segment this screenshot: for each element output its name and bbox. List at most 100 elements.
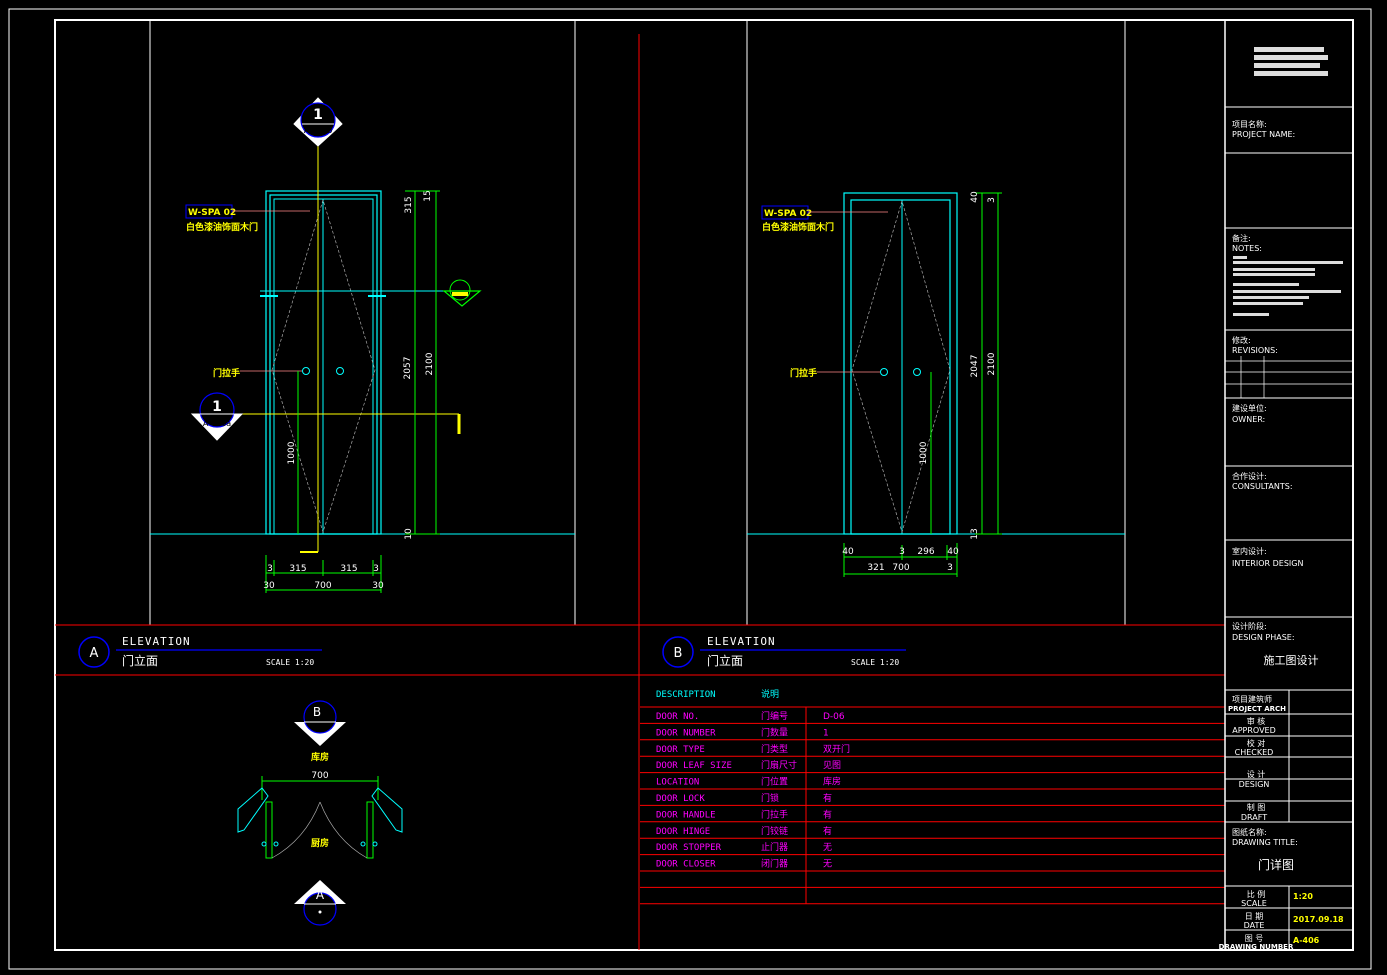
svg-text:30: 30	[372, 581, 384, 591]
svg-text:B: B	[313, 705, 321, 719]
svg-text:40: 40	[842, 547, 854, 557]
svg-text:A-406b: A-406b	[304, 126, 333, 135]
inner-frame	[54, 19, 1354, 951]
elevation-b: W-SPA 02 白色漆油饰面木门 门拉手 40 3 2047 2100 100…	[746, 20, 1126, 625]
svg-text:NOTES:: NOTES:	[1232, 244, 1262, 253]
svg-text:施工图设计: 施工图设计	[1264, 654, 1319, 667]
svg-text:门立面: 门立面	[707, 653, 743, 668]
svg-text:13: 13	[970, 528, 980, 539]
table-cell-value: 1	[823, 728, 829, 738]
svg-text:1000: 1000	[919, 441, 929, 464]
svg-text:ELEVATION: ELEVATION	[707, 635, 776, 648]
svg-text:B: B	[674, 646, 683, 661]
table-cell-en: LOCATION	[656, 778, 699, 788]
table-cell-cn: 门位置	[761, 776, 788, 788]
section-tag-top: 1 A-406b	[293, 97, 343, 147]
svg-text:日 期: 日 期	[1245, 912, 1264, 921]
svg-text:40: 40	[970, 191, 980, 203]
svg-text:门立面: 门立面	[122, 653, 158, 668]
svg-text:DESCRIPTION: DESCRIPTION	[656, 690, 716, 700]
handle-label-a: 门拉手	[213, 367, 240, 379]
svg-text:DESIGN PHASE:: DESIGN PHASE:	[1232, 633, 1295, 642]
svg-text:315: 315	[404, 196, 414, 213]
svg-text:10: 10	[404, 528, 414, 540]
outer-frame	[8, 8, 1372, 970]
svg-text:校 对: 校 对	[1247, 738, 1266, 748]
svg-text:修改:: 修改:	[1232, 335, 1251, 345]
svg-text:A-406: A-406	[1293, 936, 1320, 945]
svg-text:REVISIONS:: REVISIONS:	[1232, 346, 1278, 355]
svg-text:DRAFT: DRAFT	[1241, 813, 1267, 822]
svg-text:制 图: 制 图	[1247, 802, 1266, 812]
table-cell-value: 有	[823, 825, 832, 837]
svg-text:40: 40	[947, 547, 959, 557]
title-block: 项目名称: PROJECT NAME: 备注: NOTES: 修改: REVIS…	[1219, 20, 1353, 951]
caption-a: A ELEVATION 门立面 SCALE 1:20	[78, 635, 322, 668]
svg-text:室内设计:: 室内设计:	[1232, 546, 1267, 556]
table-cell-cn: 闭门器	[761, 858, 788, 870]
elevation-a: 1 A-406b 1 A-406a W-SPA 02 白色漆油饰面木门 门拉手 …	[149, 20, 576, 625]
svg-text:项目建筑师: 项目建筑师	[1232, 694, 1272, 704]
svg-text:DRAWING NUMBER: DRAWING NUMBER	[1219, 943, 1294, 951]
svg-text:CONSULTANTS:: CONSULTANTS:	[1232, 482, 1293, 491]
handle-label-b: 门拉手	[790, 367, 817, 379]
table-cell-cn: 门类型	[761, 743, 788, 755]
table-cell-cn: 门拉手	[761, 808, 788, 820]
table-cell-value: 无	[823, 842, 832, 853]
svg-text:SCALE 1:20: SCALE 1:20	[851, 658, 899, 667]
svg-text:INTERIOR DESIGN: INTERIOR DESIGN	[1232, 559, 1303, 568]
svg-text:CHECKED: CHECKED	[1235, 748, 1274, 757]
svg-text:2017.09.18: 2017.09.18	[1293, 915, 1344, 924]
svg-text:15: 15	[423, 190, 433, 201]
svg-text:296: 296	[917, 547, 934, 557]
table-cell-en: DOOR CLOSER	[656, 860, 716, 870]
material-code-b: W-SPA 02	[764, 209, 812, 219]
table-cell-cn: 止门器	[761, 841, 788, 853]
caption-b: B ELEVATION 门立面 SCALE 1:20	[662, 635, 906, 668]
table-cell-en: DOOR HANDLE	[656, 810, 716, 820]
svg-text:合作设计:: 合作设计:	[1232, 471, 1267, 481]
svg-text:2100: 2100	[425, 352, 435, 375]
svg-text:A-406a: A-406a	[203, 419, 231, 428]
table-cell-en: DOOR LOCK	[656, 794, 705, 804]
svg-text:SCALE 1:20: SCALE 1:20	[266, 658, 314, 667]
material-code-a: W-SPA 02	[188, 208, 236, 218]
plan-room-top: 库房	[311, 751, 329, 763]
table-cell-value: 有	[823, 792, 832, 804]
svg-text:30: 30	[263, 581, 275, 591]
svg-text:设 计: 设 计	[1247, 769, 1266, 779]
table-cell-cn: 门数量	[761, 726, 788, 738]
svg-text:1: 1	[313, 107, 323, 123]
svg-text:说明: 说明	[761, 688, 779, 700]
svg-text:图 号: 图 号	[1245, 934, 1264, 943]
svg-text:门详图: 门详图	[1258, 857, 1294, 872]
material-desc-a: 白色漆油饰面木门	[186, 221, 258, 233]
svg-text:1:20: 1:20	[1293, 892, 1313, 901]
table-cell-en: DOOR HINGE	[656, 827, 710, 837]
svg-text:APPROVED: APPROVED	[1232, 726, 1276, 735]
material-desc-b: 白色漆油饰面木门	[762, 221, 834, 233]
svg-text:321: 321	[867, 563, 884, 573]
table-cell-value: 见图	[823, 760, 841, 771]
table-cell-cn: 门锁	[761, 792, 779, 804]
svg-text:DRAWING TITLE:: DRAWING TITLE:	[1232, 838, 1298, 847]
svg-text:SCALE: SCALE	[1241, 899, 1267, 908]
svg-text:比 例: 比 例	[1247, 889, 1266, 899]
svg-text:建设单位:: 建设单位:	[1232, 403, 1267, 413]
svg-text:3: 3	[899, 547, 905, 557]
svg-text:A: A	[90, 646, 99, 661]
table-cell-en: DOOR LEAF SIZE	[656, 761, 732, 771]
svg-text:3: 3	[373, 564, 379, 574]
svg-text:设计阶段:: 设计阶段:	[1232, 621, 1267, 631]
svg-text:PROJECT ARCH: PROJECT ARCH	[1228, 705, 1286, 713]
svg-text:A: A	[316, 888, 325, 902]
svg-text:2057: 2057	[403, 357, 413, 380]
table-cell-en: DOOR STOPPER	[656, 843, 722, 853]
table-cell-cn: 门扇尺寸	[761, 759, 797, 771]
plan-room-bottom: 厨房	[311, 837, 329, 849]
svg-text:3: 3	[987, 197, 997, 203]
svg-text:700: 700	[314, 581, 331, 591]
svg-text:700: 700	[892, 563, 909, 573]
